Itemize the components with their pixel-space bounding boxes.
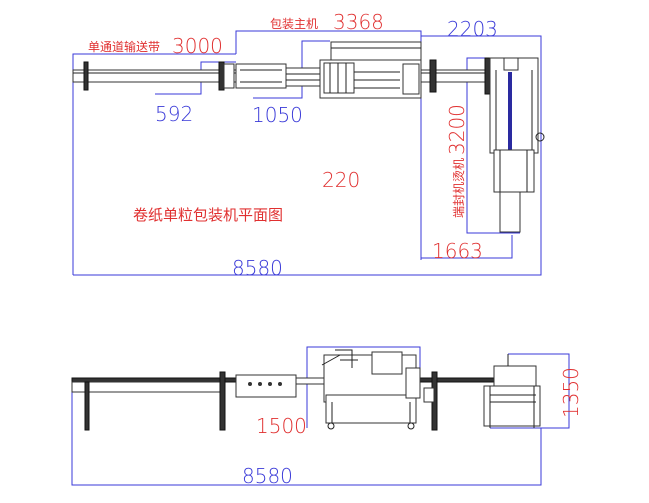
sealer-height: 1350 bbox=[559, 367, 583, 418]
main-packaging-machine bbox=[319, 41, 422, 99]
plan-view: 单通道输送带 3000 包装主机 3368 2203 592 1050 220 … bbox=[72, 10, 545, 280]
total-length-plan: 8580 bbox=[232, 256, 283, 280]
dim-total-length-plan bbox=[72, 30, 542, 276]
side-outfeed bbox=[423, 371, 438, 431]
dim-1500-box bbox=[306, 346, 421, 428]
center-value: 220 bbox=[322, 168, 360, 192]
machine-width: 1050 bbox=[252, 103, 303, 127]
conveyor-length: 3000 bbox=[172, 34, 223, 58]
sealer-width: 1663 bbox=[432, 239, 483, 263]
conveyor-offset: 592 bbox=[155, 102, 193, 126]
sealer-label: 端封机烫机 bbox=[452, 158, 466, 218]
end-sealer bbox=[489, 57, 545, 233]
dim-3200-box bbox=[466, 57, 520, 234]
side-conveyor bbox=[71, 371, 503, 431]
dim-1663-box bbox=[421, 235, 513, 259]
dim-1350-box bbox=[490, 353, 570, 429]
outfeed-width: 2203 bbox=[447, 17, 498, 41]
conveyor-label: 单通道输送带 bbox=[88, 39, 160, 54]
drawing-title: 卷纸单粒包装机平面图 bbox=[133, 206, 283, 224]
side-view: 1500 1350 8580 bbox=[71, 346, 583, 488]
side-main-machine bbox=[321, 349, 421, 430]
total-length-side: 8580 bbox=[242, 464, 293, 488]
machine-height: 1500 bbox=[256, 414, 307, 438]
side-end-sealer bbox=[483, 354, 541, 428]
main-machine-label: 包装主机 bbox=[270, 17, 318, 31]
main-machine-length: 3368 bbox=[333, 10, 384, 34]
dim-total-length-side bbox=[71, 392, 542, 486]
infeed-section bbox=[235, 63, 321, 89]
sealer-length: 3200 bbox=[445, 104, 469, 155]
